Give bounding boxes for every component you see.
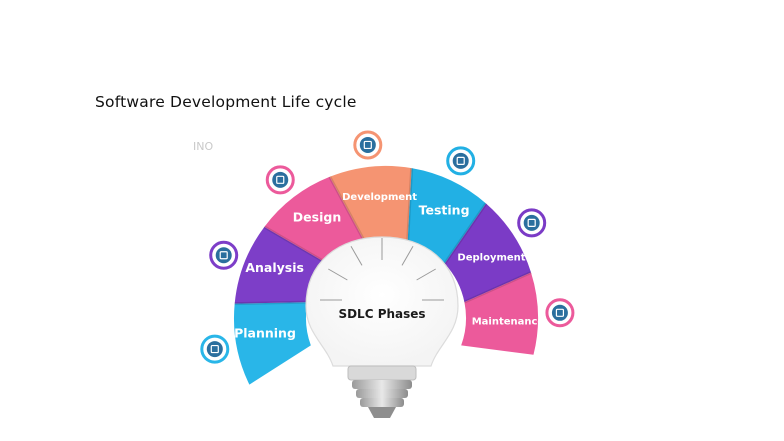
phase-segment-deployment: [444, 203, 532, 303]
segment-seam: [263, 225, 329, 265]
bulb-base-ring: [360, 398, 404, 407]
phase-label-analysis: Analysis: [245, 260, 304, 275]
segment-seam: [234, 300, 308, 306]
phase-segment-analysis: [234, 226, 328, 304]
phase-label-design: Design: [293, 209, 341, 224]
phase-label-maintenance: Maintenance: [472, 317, 545, 328]
phase-label-planning: Planning: [234, 325, 296, 340]
testing-icon: [446, 146, 476, 176]
bulb-glass: [305, 236, 459, 367]
segment-seam: [463, 271, 532, 304]
light-bulb: SDLC Phases: [305, 236, 459, 418]
bulb-tip: [368, 407, 396, 418]
phase-segment-planning: [234, 302, 311, 385]
design-icon: [265, 165, 295, 195]
phase-labels: Planning Analysis DesignDevelopmentTesting…: [234, 192, 544, 340]
segment-seam: [443, 202, 488, 265]
phase-segment-development: [329, 166, 412, 241]
bulb-neck: [347, 365, 417, 381]
segment-seam: [328, 176, 366, 242]
ring-seams: [234, 168, 532, 306]
watermark: INO: [193, 140, 213, 153]
phase-segment-testing: [407, 168, 487, 264]
phase-label-development: Development: [342, 192, 417, 203]
phase-segment-design: [264, 176, 365, 264]
bulb-ray: [350, 246, 363, 266]
deployment-icon: [517, 208, 547, 238]
planning-icon: [200, 334, 230, 364]
bulb-ray: [401, 246, 414, 266]
phase-label-deployment: Deployment: [457, 253, 525, 264]
slide-title: Software Development Life cycle: [95, 93, 357, 111]
bulb-base-ring: [356, 389, 408, 398]
bulb-rays: [320, 238, 444, 301]
phase-ring: [234, 166, 538, 385]
center-label: SDLC Phases: [338, 307, 425, 321]
development-icon: [353, 130, 383, 160]
bulb-ray: [416, 268, 436, 281]
phase-label-testing: Testing: [419, 203, 470, 218]
bulb-base-ring: [352, 380, 412, 389]
phase-segment-maintenance: [461, 272, 538, 355]
maintenance-icon: [545, 298, 575, 328]
phase-icons: [200, 130, 575, 364]
bulb-ray: [328, 268, 348, 281]
analysis-icon: [209, 240, 239, 270]
segment-seam: [406, 168, 414, 242]
